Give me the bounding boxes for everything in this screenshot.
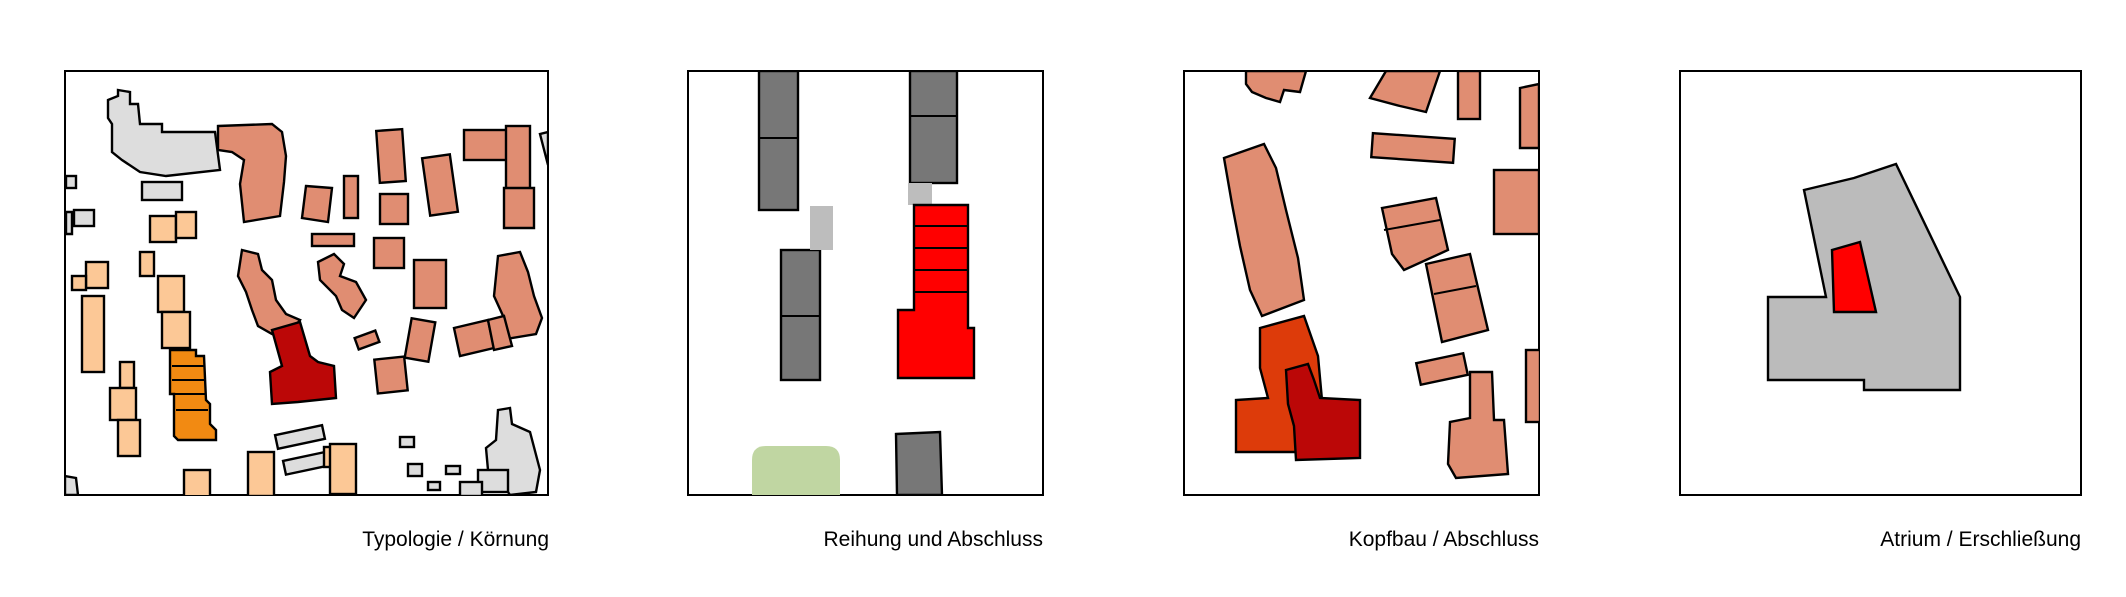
- panel-atrium: [1679, 70, 2082, 496]
- row-block: [894, 430, 944, 495]
- existing-building: [538, 130, 548, 166]
- small-lot: [148, 214, 178, 244]
- row-building: [374, 127, 408, 185]
- context-divider: [1383, 219, 1441, 231]
- row-building: [316, 252, 368, 320]
- existing-building: [398, 435, 416, 449]
- context-building: [1518, 82, 1539, 150]
- context-building: [1222, 142, 1306, 318]
- row-building: [216, 122, 288, 224]
- existing-building: [426, 480, 442, 492]
- row-building: [342, 174, 360, 220]
- panel-1-caption: Typologie / Körnung: [362, 528, 549, 551]
- row-housing: [216, 122, 544, 395]
- green-space: [752, 446, 840, 495]
- context-building: [1380, 196, 1450, 272]
- context-building: [1492, 168, 1539, 236]
- row-building: [403, 316, 437, 364]
- row-building: [502, 186, 536, 230]
- head-building-core-p3: [1284, 362, 1362, 462]
- small-lot: [138, 250, 156, 278]
- small-lot: [116, 418, 142, 458]
- panel-typologie: [64, 70, 549, 496]
- existing-building: [72, 208, 96, 228]
- small-lot: [328, 442, 358, 495]
- context-building: [1369, 131, 1457, 165]
- context-buildings: [1222, 71, 1539, 480]
- existing-building: [65, 174, 78, 190]
- existing-building: [273, 423, 327, 451]
- row-block: [757, 71, 800, 212]
- small-lot: [118, 360, 136, 390]
- row-building: [412, 258, 448, 310]
- small-lot: [84, 260, 110, 290]
- row-building: [372, 355, 410, 395]
- small-lot: [156, 274, 186, 314]
- row-block: [908, 71, 959, 185]
- atrium: [1830, 240, 1878, 314]
- panel-2-caption: Reihung und Abschluss: [823, 528, 1044, 551]
- proposed-row-p1: [168, 348, 218, 442]
- row-building: [300, 184, 334, 224]
- small-lot: [70, 274, 88, 292]
- existing-building: [106, 88, 222, 178]
- small-lot: [108, 386, 138, 422]
- small-lot: [246, 450, 276, 495]
- panel-reihung: [687, 70, 1044, 496]
- context-building: [1446, 370, 1510, 480]
- existing-building: [65, 474, 80, 495]
- proposed-head-p1: [268, 320, 338, 406]
- row-building: [504, 124, 532, 194]
- row-building: [378, 192, 410, 226]
- connector-block: [908, 183, 932, 205]
- context-building: [1456, 71, 1482, 121]
- small-lot: [182, 468, 212, 495]
- small-lot: [174, 210, 198, 240]
- existing-building: [406, 462, 424, 478]
- row-building: [310, 232, 356, 248]
- panel-3-caption: Kopfbau / Abschluss: [1348, 528, 1539, 551]
- existing-building: [458, 480, 484, 495]
- existing-building: [140, 180, 184, 202]
- context-building: [1424, 252, 1490, 344]
- context-divider: [1433, 285, 1477, 295]
- row-building: [353, 329, 381, 351]
- small-lot-buildings: [70, 210, 358, 495]
- context-building: [1524, 348, 1539, 424]
- connector-block: [810, 206, 833, 250]
- row-building: [372, 236, 406, 270]
- panel-2-frame: [687, 70, 1044, 496]
- panel-kopfbau: [1183, 70, 1540, 496]
- small-lot: [80, 294, 106, 374]
- row-building: [486, 314, 514, 352]
- row-building: [420, 152, 460, 218]
- context-building: [1414, 351, 1470, 387]
- proposed-row-p2: [896, 203, 976, 380]
- panel-4-caption: Atrium / Erschließung: [1880, 528, 2081, 551]
- row-blocks: [757, 71, 959, 495]
- existing-building: [65, 210, 74, 236]
- existing-building: [444, 464, 462, 476]
- context-building: [1244, 71, 1308, 104]
- small-lot: [160, 310, 192, 350]
- context-building: [1368, 71, 1442, 114]
